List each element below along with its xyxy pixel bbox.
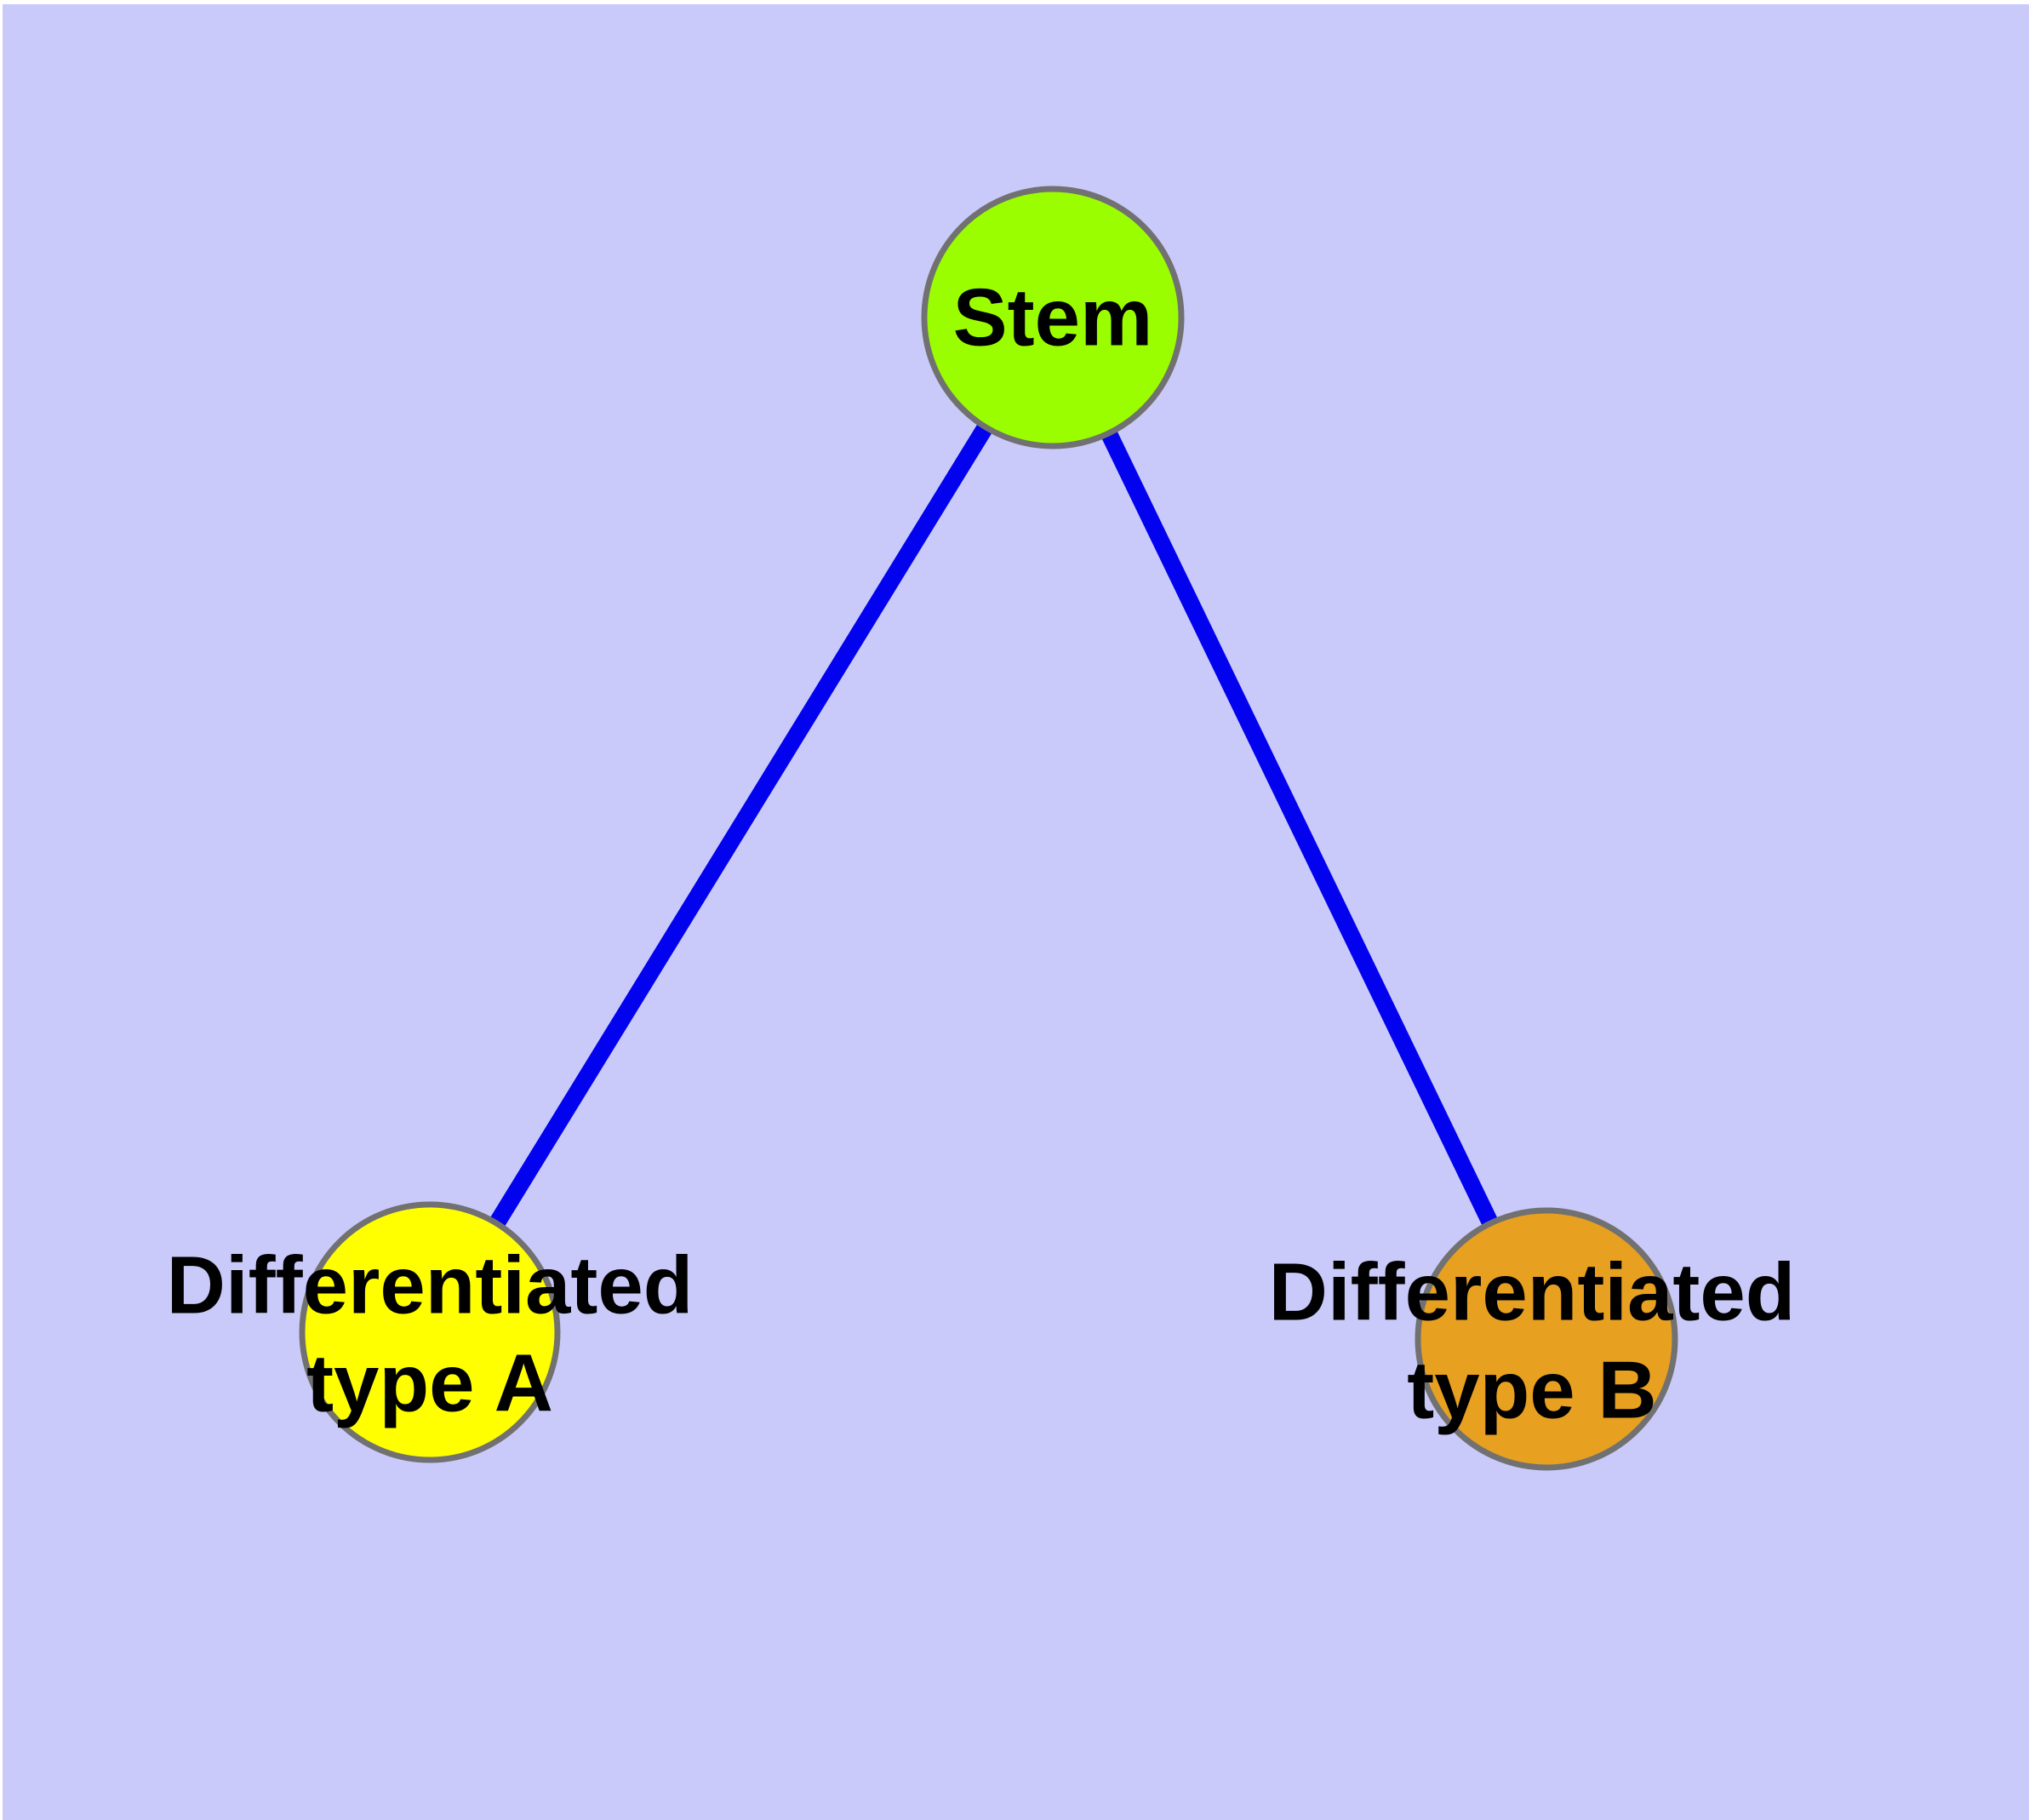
node-stem-circle: [921, 186, 1185, 449]
node-stem-label: Stem: [953, 272, 1153, 363]
node-type-a-label-line2: type A: [306, 1338, 553, 1429]
node-type-b-circle: [1415, 1207, 1678, 1471]
node-type-b-label-line1: Differentiated: [1269, 1247, 1796, 1338]
edge-stem-to-type-a: [422, 312, 1060, 1337]
node-type-a-label-line1: Differentiated: [167, 1240, 694, 1331]
edge-stem-to-type-b: [1044, 313, 1555, 1343]
node-type-b-label-line2: type B: [1407, 1345, 1656, 1436]
node-type-a-circle: [299, 1201, 561, 1463]
